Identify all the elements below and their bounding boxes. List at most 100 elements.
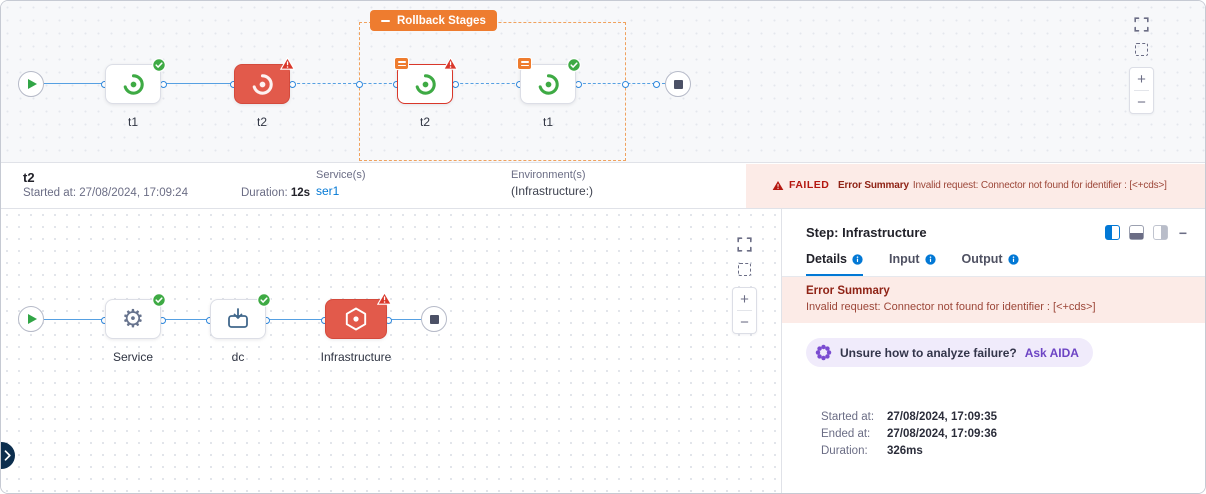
environments-label: Environment(s) xyxy=(511,169,586,181)
connector-dot xyxy=(452,81,459,88)
execution-start-node xyxy=(18,306,44,332)
cd-stage-icon xyxy=(123,73,144,95)
error-summary-title: Error Summary xyxy=(806,285,890,297)
divider xyxy=(737,310,752,311)
service-link[interactable]: ser1 xyxy=(316,184,340,198)
connector-dot xyxy=(289,81,296,88)
stage-label: t1 xyxy=(542,115,553,129)
info-icon xyxy=(1007,253,1019,265)
play-icon xyxy=(28,79,37,89)
connector-line xyxy=(163,83,234,84)
collapse-icon xyxy=(381,19,390,22)
stage-label: t2 xyxy=(256,115,267,129)
infrastructure-icon xyxy=(345,307,367,331)
services-label: Service(s) xyxy=(316,169,366,181)
failed-status-badge: FAILED xyxy=(772,179,829,191)
step-node-service[interactable]: ⚙ xyxy=(105,293,166,339)
success-badge-icon xyxy=(152,293,166,307)
connector-dot xyxy=(575,81,582,88)
warning-icon xyxy=(772,180,784,190)
stop-icon xyxy=(429,314,439,324)
pipeline-end-node xyxy=(665,71,691,97)
connector-line-dashed xyxy=(292,83,397,84)
step-node-dc[interactable] xyxy=(210,293,271,339)
stage-duration: Duration: 12s xyxy=(241,187,311,199)
stop-icon xyxy=(673,79,683,89)
failed-warning-icon xyxy=(442,56,459,70)
stage-label: t1 xyxy=(127,115,138,129)
zoom-control: + − xyxy=(732,287,757,334)
marquee-zoom-button[interactable] xyxy=(1135,43,1148,56)
zoom-in-button[interactable]: + xyxy=(733,288,756,310)
field-value: 27/08/2024, 17:09:35 xyxy=(887,411,997,423)
ask-aida-link[interactable]: Ask AIDA xyxy=(1024,345,1079,360)
fullscreen-button[interactable] xyxy=(1134,17,1149,32)
layout-split-view-icon[interactable] xyxy=(1104,225,1120,240)
aida-icon xyxy=(815,344,832,361)
stage-title: t2 xyxy=(23,170,35,185)
pipeline-start-node xyxy=(18,71,44,97)
chevron-right-icon xyxy=(4,450,11,461)
connector-line xyxy=(44,83,105,84)
connector-line xyxy=(44,319,105,320)
step-label: Infrastructure xyxy=(320,350,392,364)
zoom-control: + − xyxy=(1129,67,1154,114)
info-icon xyxy=(852,253,863,265)
field-label: Started at: xyxy=(821,411,875,423)
connector-line xyxy=(389,319,421,320)
cd-stage-icon xyxy=(538,73,559,95)
zoom-out-button[interactable]: − xyxy=(733,311,756,333)
connector-line-dashed xyxy=(455,83,520,84)
step-detail-fields: Started at: 27/08/2024, 17:09:35 Ended a… xyxy=(821,411,1183,457)
step-node-infrastructure[interactable] xyxy=(325,291,393,339)
aida-question: Unsure how to analyze failure? xyxy=(840,345,1017,360)
stage-summary-bar: t2 Started at: 27/08/2024, 17:09:24 Dura… xyxy=(1,164,1205,209)
pipeline-graph-canvas: Rollback Stages xyxy=(1,1,1205,163)
step-error-summary: Error Summary Invalid request: Connector… xyxy=(782,277,1205,323)
connector-dot xyxy=(160,81,167,88)
success-badge-icon xyxy=(567,58,581,72)
error-summary-message: Invalid request: Connector not found for… xyxy=(806,301,1096,313)
tab-output[interactable]: Output xyxy=(962,252,1019,276)
execution-end-node xyxy=(421,306,447,332)
connector-dot xyxy=(356,81,363,88)
success-badge-icon xyxy=(257,293,271,307)
layout-right-view-icon[interactable] xyxy=(1152,225,1168,240)
zoom-in-button[interactable]: + xyxy=(1130,68,1153,90)
aida-suggestion[interactable]: Unsure how to analyze failure? Ask AIDA xyxy=(806,338,1093,367)
cd-stage-icon xyxy=(252,73,273,95)
tab-details[interactable]: Details xyxy=(806,252,863,276)
divider xyxy=(1134,90,1149,91)
cd-stage-icon xyxy=(415,73,436,95)
rollback-stages-label: Rollback Stages xyxy=(397,14,486,27)
success-badge-icon xyxy=(152,58,166,72)
connector-dot xyxy=(622,81,629,88)
stage-node-t2-failed[interactable] xyxy=(234,56,296,104)
rollback-badge-icon xyxy=(394,57,409,70)
marquee-icon xyxy=(738,263,751,276)
zoom-out-button[interactable]: − xyxy=(1130,91,1153,113)
field-value: 27/08/2024, 17:09:36 xyxy=(887,428,997,440)
field-label: Ended at: xyxy=(821,428,871,440)
marquee-zoom-button[interactable] xyxy=(738,263,751,276)
step-panel-tabs: Details Input Output xyxy=(782,252,1205,277)
expand-drawer-button[interactable] xyxy=(1,442,15,469)
layout-bottom-view-icon[interactable] xyxy=(1128,225,1144,240)
step-panel-title: Step: Infrastructure xyxy=(806,225,927,240)
tab-input[interactable]: Input xyxy=(889,252,936,276)
marquee-icon xyxy=(1135,43,1148,56)
connector-line xyxy=(163,319,210,320)
rollback-stages-toggle[interactable]: Rollback Stages xyxy=(370,10,497,31)
rollback-stage-node-t2[interactable] xyxy=(394,56,459,104)
rollback-stage-node-t1[interactable] xyxy=(517,57,581,104)
stage-node-t1[interactable] xyxy=(105,58,166,104)
connector-line xyxy=(268,319,325,320)
step-details-panel: Step: Infrastructure − Details Input Out… xyxy=(782,209,1205,493)
play-icon xyxy=(28,314,37,324)
step-label: dc xyxy=(231,350,245,364)
minimize-panel-button[interactable]: − xyxy=(1178,224,1187,241)
fullscreen-button[interactable] xyxy=(737,237,752,252)
execution-graph-canvas: ⚙ Service dc Infra xyxy=(1,209,782,493)
